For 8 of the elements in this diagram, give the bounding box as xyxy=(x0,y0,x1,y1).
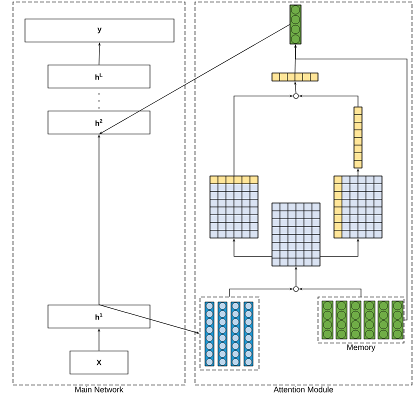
column-vector-drawing xyxy=(290,4,302,44)
matrix-drawing xyxy=(272,202,320,266)
matrix-drawing xyxy=(210,176,258,238)
row-vector-drawing xyxy=(272,72,318,82)
column-vector-drawing xyxy=(354,106,362,168)
vector-group-drawing xyxy=(200,296,260,370)
arrow xyxy=(99,24,290,134)
matrix-drawing xyxy=(334,176,382,238)
